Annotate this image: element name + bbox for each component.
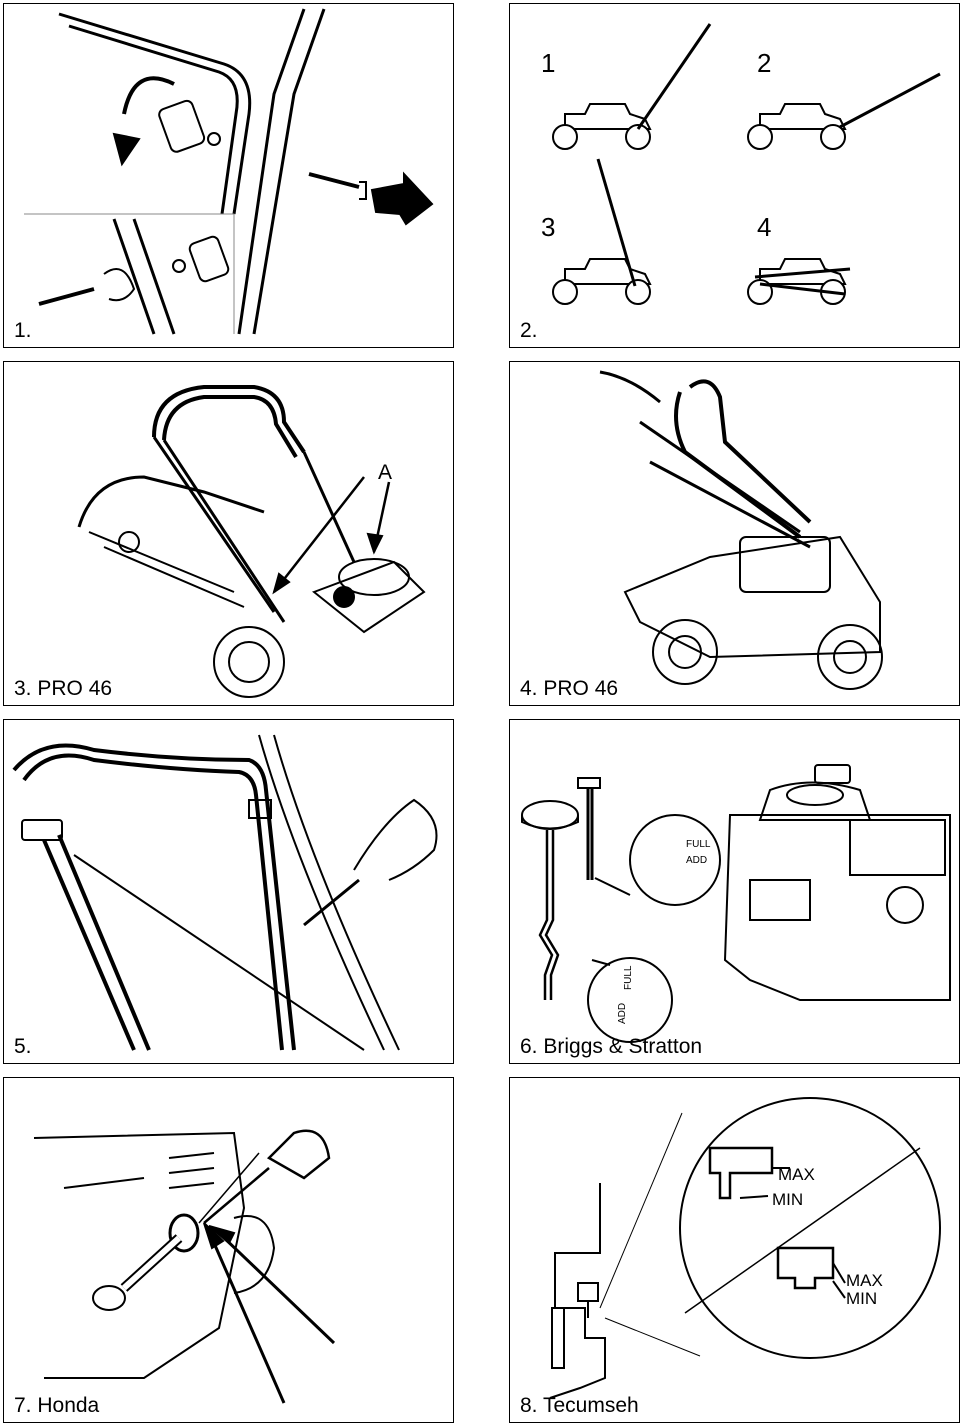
panel-caption: 5. xyxy=(14,1035,32,1058)
min-label-lower: MIN xyxy=(846,1289,878,1308)
panel-2: 1 2 3 4 2. xyxy=(509,3,960,348)
panel-5: 5. xyxy=(3,719,454,1064)
panel-caption: 7. Honda xyxy=(14,1394,100,1417)
panel-3: A 3. PRO 46 xyxy=(3,361,454,706)
max-label-lower: MAX xyxy=(846,1271,883,1290)
panel-1: 1. xyxy=(3,3,454,348)
dipstick-add-label: ADD xyxy=(686,855,708,866)
tecumseh-oil-plug-illustration xyxy=(549,1097,941,1399)
panel-caption: 1. xyxy=(14,319,32,342)
mower-handle-raised-illustration xyxy=(599,370,883,690)
min-label-upper: MIN xyxy=(772,1190,804,1209)
step-number-1: 1 xyxy=(541,48,556,78)
handle-bolt-assembly-illustration xyxy=(24,8,434,335)
briggs-stratton-dipstick-illustration xyxy=(521,764,951,1043)
panel-caption: 6. Briggs & Stratton xyxy=(520,1035,703,1058)
panel-6: FULL ADD FULL ADD 6. Briggs & Stratton xyxy=(509,719,960,1064)
dipstick-full-vertical-label: FULL xyxy=(623,965,634,990)
panel-8: MAX MIN MAX MIN 8. Tecumseh xyxy=(509,1077,960,1423)
step-number-3: 3 xyxy=(541,212,556,242)
panel-caption: 8. Tecumseh xyxy=(520,1394,639,1417)
mower-handle-folded-illustration xyxy=(77,385,426,698)
max-label-upper: MAX xyxy=(778,1165,815,1184)
handle-positions-illustration xyxy=(552,23,941,305)
panel-4: 4. PRO 46 xyxy=(509,361,960,706)
step-number-2: 2 xyxy=(757,48,772,78)
dipstick-full-label: FULL xyxy=(686,839,711,850)
honda-oil-cap-illustration xyxy=(33,1129,336,1404)
panel-caption: 2. xyxy=(520,319,538,342)
panel-caption: 4. PRO 46 xyxy=(520,677,619,700)
dipstick-add-vertical-label: ADD xyxy=(617,1002,628,1024)
panel-caption: 3. PRO 46 xyxy=(14,677,113,700)
panel-7: 7. Honda xyxy=(3,1077,454,1423)
step-number-4: 4 xyxy=(757,212,772,242)
callout-label-a: A xyxy=(378,461,393,484)
cable-clip-illustration xyxy=(12,734,438,1051)
